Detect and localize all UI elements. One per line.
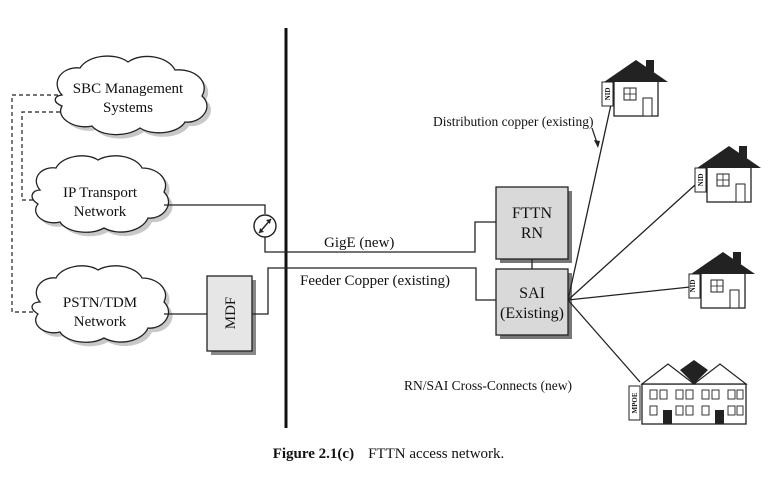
feeder-copper-label: Feeder Copper (existing) <box>300 273 450 289</box>
gige-label: GigE (new) <box>324 235 394 251</box>
pstn-cloud-label-line1: PSTN/TDM <box>63 295 137 311</box>
ip-cloud-label-line2: Network <box>74 204 127 220</box>
distribution-lines <box>567 99 696 383</box>
figure-caption-text: FTTN access network. <box>368 446 505 462</box>
fttn-rn-label-line2: RN <box>521 225 544 242</box>
nid-label-3: NID <box>689 280 697 293</box>
figure-number: Figure 2.1(c) <box>272 446 355 462</box>
sai-label-line2: (Existing) <box>500 305 564 322</box>
ip-transport-cloud: IP Transport Network <box>31 155 173 237</box>
sbc-cloud-label-line2: Systems <box>103 100 153 116</box>
house-icon-3: NID <box>688 252 755 309</box>
house-icon-2: NID <box>694 146 761 203</box>
house-icon-1: NID <box>601 60 668 117</box>
feeder-copper-link <box>252 267 496 315</box>
sai-label-line1: SAI <box>519 285 545 302</box>
mdf-block: MDF <box>206 275 256 355</box>
fttn-rn-box: FTTN RN <box>495 186 572 263</box>
mpoe-label: MPOE <box>631 392 639 413</box>
sbc-cloud-label-line1: SBC Management <box>73 81 184 97</box>
multi-dwelling-building-icon: MPOE <box>628 360 748 425</box>
fttn-network-diagram: SBC Management Systems IP Transport Netw… <box>11 28 761 428</box>
ip-cloud-label-line1: IP Transport <box>63 185 138 201</box>
ip-to-router-link <box>164 204 266 214</box>
distribution-pointer-arrowhead <box>594 140 600 148</box>
nid-label-2: NID <box>697 174 705 187</box>
pstn-cloud-label-line2: Network <box>74 314 127 330</box>
mdf-label: MDF <box>223 297 239 330</box>
router-icon <box>253 214 277 238</box>
sai-box: SAI (Existing) <box>495 268 572 339</box>
management-dashed-links <box>11 94 60 313</box>
gige-link <box>264 221 496 253</box>
fttn-rn-label-line1: FTTN <box>512 205 552 222</box>
distribution-copper-label: Distribution copper (existing) <box>433 114 593 129</box>
figure-caption: Figure 2.1(c) FTTN access network. <box>0 446 777 463</box>
sbc-management-cloud: SBC Management Systems <box>54 55 211 139</box>
pstn-tdm-cloud: PSTN/TDM Network <box>31 265 173 347</box>
nid-label-1: NID <box>604 88 612 101</box>
cross-connects-label: RN/SAI Cross-Connects (new) <box>404 378 572 393</box>
